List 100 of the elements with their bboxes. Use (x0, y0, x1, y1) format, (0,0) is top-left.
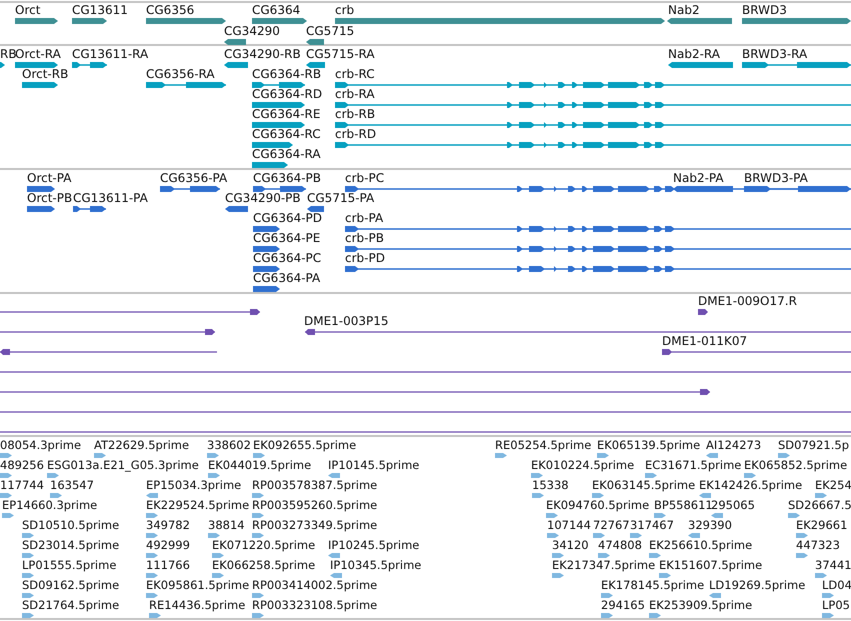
feature-label: CG6364-RC (252, 127, 321, 141)
feature-label: 294165 (601, 598, 645, 612)
feature-label: 111766 (146, 558, 190, 572)
feature-label: EK063145.5prime (592, 478, 696, 492)
feature-label: 08054.3prime (0, 438, 82, 452)
feature-label: EK151607.5prime (659, 558, 762, 572)
feature-label: EK142426.5prime (699, 478, 802, 492)
feature-label: BRWD3 (742, 3, 787, 17)
feature-label: 34120 (552, 538, 589, 552)
feature-label: CG6364-RD (252, 87, 322, 101)
feature-label: CG6364-PC (253, 251, 322, 265)
feature-label: crb (335, 3, 354, 17)
feature-label: RB (0, 47, 17, 61)
feature-label: SD23014.5prime (22, 538, 120, 552)
feature-label: RE05254.5prime (495, 438, 592, 452)
feature-label: CG13611-PA (73, 191, 148, 205)
feature-label: 329390 (688, 518, 732, 532)
feature-label: DME1-011K07 (662, 334, 748, 348)
feature-label: EK254 (815, 478, 851, 492)
feature-label: CG6356-RA (146, 67, 215, 81)
feature-label: EK256610.5prime (649, 538, 752, 552)
feature-label: 37441 (815, 558, 851, 572)
feature-label: SD21764.5prime (22, 598, 120, 612)
feature-label: EK095861.5prime (146, 578, 250, 592)
feature-label: LD04 (822, 578, 851, 592)
feature-label: EK178145.5prime (601, 578, 704, 592)
feature-label: 163547 (50, 478, 94, 492)
feature-label: Orct-PB (27, 191, 72, 205)
feature-label: RP003414002.5prime (252, 578, 378, 592)
feature-label: RP003578387.5prime (252, 478, 378, 492)
feature-label: EK094760.5prime (546, 498, 650, 512)
feature-label: CG5715-RA (306, 47, 375, 61)
feature-label: CG6356-PA (160, 171, 228, 185)
feature-label: 317467 (630, 518, 674, 532)
feature-label: Orct (15, 3, 40, 17)
feature-label: RP003595260.5prime (252, 498, 378, 512)
feature-label: CG6364-RB (252, 67, 322, 81)
feature-label: 474808 (598, 538, 642, 552)
feature-label: DME1-009O17.R (698, 294, 797, 308)
feature-label: Nab2-RA (668, 47, 720, 61)
feature-label: EK010224.5prime (531, 458, 634, 472)
feature-label: 489256 (0, 458, 44, 472)
feature-label: Nab2-PA (673, 171, 724, 185)
feature-label: EP14660.3prime (2, 498, 98, 512)
feature-label: SD26667.5 (788, 498, 851, 512)
feature-label: EK065852.5prime (744, 458, 848, 472)
feature-label: Orct-RA (15, 47, 61, 61)
feature-label: IP10245.5prime (328, 538, 420, 552)
feature-label: EK071220.5prime (212, 538, 316, 552)
feature-label: CG5715 (306, 24, 354, 38)
feature-label: EP15034.3prime (146, 478, 242, 492)
feature-label: EK229524.5prime (146, 498, 250, 512)
feature-label: IP10345.5prime (330, 558, 422, 572)
feature-label: crb-RD (335, 127, 376, 141)
feature-label: crb-PB (345, 231, 384, 245)
feature-label: CG6364-PA (253, 271, 320, 285)
feature-label: ESG013a.E21_G05.3prime (47, 458, 199, 472)
feature-label: AI124273 (706, 438, 762, 452)
feature-label: CG6364-RA (252, 147, 321, 161)
feature-label: IP10145.5prime (328, 458, 420, 472)
feature-label: CG13611-RA (72, 47, 148, 61)
feature-label: LD19269.5prime (709, 578, 806, 592)
feature-label: EK217347.5prime (552, 558, 656, 572)
feature-label: CG6364-RE (252, 107, 320, 121)
feature-label: Nab2 (668, 3, 700, 17)
feature-label: CG6364-PE (253, 231, 320, 245)
feature-label: CG6364-PB (253, 171, 322, 185)
feature-label: EK253909.5prime (649, 598, 752, 612)
feature-label: EK065139.5prime (597, 438, 700, 452)
feature-label: RE14436.5prime (149, 598, 246, 612)
feature-label: CG6356 (146, 3, 194, 17)
feature-label: 338602 (207, 438, 251, 452)
feature-label: 295065 (711, 498, 755, 512)
feature-label: BRWD3-RA (742, 47, 808, 61)
feature-label: crb-PD (345, 251, 385, 265)
feature-label: EK29661 (796, 518, 848, 532)
feature-label: crb-RC (335, 67, 375, 81)
feature-label: 349782 (146, 518, 190, 532)
feature-label: RP003323108.5prime (252, 598, 378, 612)
feature-label: crb-RA (335, 87, 375, 101)
feature-label: EK092655.5prime (253, 438, 356, 452)
feature-label: EK044019.5prime (208, 458, 312, 472)
feature-label: 15338 (532, 478, 569, 492)
feature-label: BRWD3-PA (744, 171, 808, 185)
feature-label: CG34290-RB (224, 47, 301, 61)
feature-label: 447323 (796, 538, 840, 552)
feature-label: RP003273349.5prime (252, 518, 378, 532)
feature-label: 492999 (146, 538, 190, 552)
feature-label: SD09162.5prime (22, 578, 120, 592)
feature-label: LP01555.5prime (22, 558, 116, 572)
feature-label: CG6364 (252, 3, 300, 17)
feature-label: 107144 (547, 518, 591, 532)
feature-label: CG34290-PB (225, 191, 301, 205)
feature-label: crb-PC (345, 171, 384, 185)
feature-label: EK066258.5prime (212, 558, 316, 572)
feature-label: BP558611 (654, 498, 713, 512)
feature-label: CG6364-PD (253, 211, 322, 225)
feature-label: 38814 (208, 518, 245, 532)
feature-label: AT22629.5prime (94, 438, 190, 452)
feature-label: crb-PA (345, 211, 384, 225)
